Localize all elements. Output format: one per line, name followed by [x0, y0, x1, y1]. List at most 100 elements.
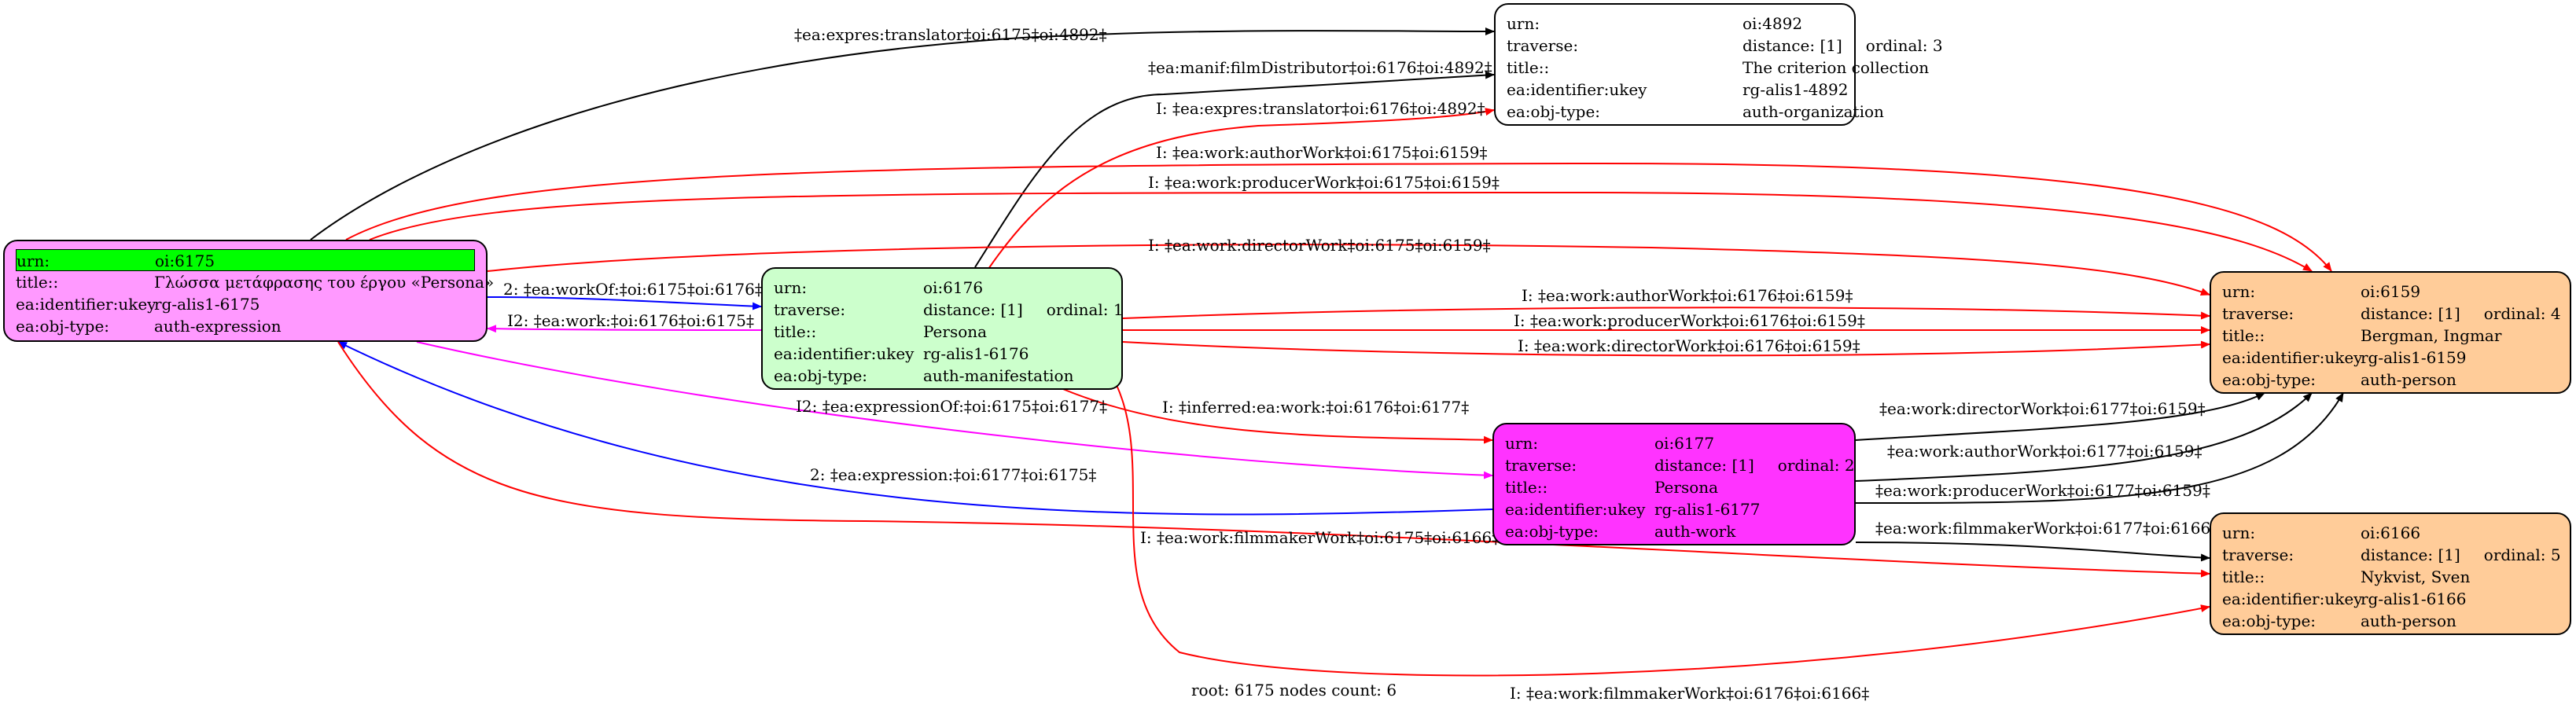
node-6166-urn-row: urn: oi:6166: [2222, 522, 2559, 544]
row-key: traverse:: [1507, 36, 1579, 55]
row-key: urn:: [774, 278, 808, 297]
edge-e18: [1855, 542, 2210, 562]
row-key: title::: [1507, 58, 1550, 77]
row-key: urn:: [1507, 14, 1540, 33]
row-key: urn:: [2222, 282, 2256, 301]
row-key: title::: [2222, 326, 2265, 345]
node-6166[interactable]: urn:oi:6166 traverse:distance: [1]ordina…: [2210, 512, 2571, 635]
row-value: distance: [1]: [1654, 456, 1754, 475]
row-value: Nykvist, Sven: [2361, 567, 2471, 586]
node-6176-urn-row: urn:oi:6176: [774, 277, 1110, 299]
edge-label-e19: I: ‡ea:work:filmmakerWork‡oi:6175‡oi:616…: [1140, 528, 1500, 547]
edge-e19: [337, 341, 2210, 578]
row-value: auth-manifestation: [923, 366, 1074, 385]
row-value: Persona: [923, 322, 988, 341]
row-value-ordinal: ordinal: 1: [1046, 300, 1124, 319]
row-key: title::: [2222, 567, 2265, 586]
node-6177[interactable]: urn:oi:6177 traverse: distance: [1] ordina…: [1492, 423, 1856, 545]
row-value: distance: [1]: [1742, 36, 1842, 55]
edge-e11: [1122, 340, 2210, 357]
node-6175[interactable]: urn: oi:6175 title::Γλώσσα μετάφρασης του…: [3, 240, 494, 342]
row-value: oi:6175: [155, 252, 215, 270]
node-6176-title-row: title::Persona: [774, 321, 1110, 343]
node-6176[interactable]: urn:oi:6176 traverse: distance: [1] ordina…: [761, 267, 1124, 390]
edge-label-e2: ‡ea:manif:filmDistributor‡oi:6176‡oi:489…: [1148, 58, 1492, 77]
edge-label-e7: 2: ‡ea:workOf:‡oi:6175‡oi:6176‡: [503, 280, 763, 299]
node-4892-title-row: title::The criterion collection: [1507, 57, 1929, 79]
row-value: rg-alis1-6177: [1654, 500, 1761, 519]
row-value: rg-alis1-6166: [2361, 589, 2467, 608]
row-value-ordinal: ordinal: 5: [2483, 545, 2561, 564]
edge-e7: [487, 296, 762, 310]
edge-e8: [487, 325, 762, 333]
row-key: traverse:: [2222, 304, 2294, 323]
row-value: auth-expression: [154, 317, 282, 336]
edge-label-e12: I2: ‡ea:expressionOf:‡oi:6175‡oi:6177‡: [796, 397, 1108, 416]
node-4892-urn-row: urn: oi:4892: [1507, 13, 1843, 35]
node-4892[interactable]: urn: oi:4892 traverse: distance: [1] ordina…: [1494, 3, 1943, 126]
node-6177-objtype-row: ea:obj-type:auth-work: [1505, 520, 1843, 542]
row-key: ea:obj-type:: [2222, 611, 2317, 630]
edge-e5: [369, 191, 2313, 272]
row-value: The criterion collection: [1742, 58, 1930, 77]
edge-e3: [986, 108, 1495, 272]
row-value: oi:4892: [1742, 14, 1803, 33]
row-key: traverse:: [774, 300, 846, 319]
row-value: distance: [1]: [2361, 545, 2460, 564]
node-6166-traverse-row: traverse:distance: [1]ordinal: 5: [2222, 544, 2561, 566]
edge-label-e17: ‡ea:work:producerWork‡oi:6177‡oi:6159‡: [1875, 481, 2210, 500]
row-value-ordinal: ordinal: 3: [1865, 36, 1943, 55]
edge-label-e10: I: ‡ea:work:producerWork‡oi:6176‡oi:6159…: [1514, 311, 1865, 330]
edge-label-e16: 2: ‡ea:expression:‡oi:6177‡oi:6175‡: [810, 465, 1097, 484]
node-4892-traverse-row: traverse: distance: [1] ordinal: 3: [1507, 35, 1943, 57]
edge-e14: [1855, 392, 2265, 441]
node-6175-title-row: title::Γλώσσα μετάφρασης του έργου «Pers…: [16, 271, 494, 293]
graph-footer: root: 6175 nodes count: 6: [1191, 681, 1397, 699]
row-key: ea:identifier:ukey: [2222, 348, 2363, 367]
row-value: distance: [1]: [2361, 304, 2460, 323]
edge-label-e9: I: ‡ea:work:authorWork‡oi:6176‡oi:6159‡: [1522, 286, 1853, 305]
node-6159-traverse-row: traverse:distance: [1]ordinal: 4: [2222, 303, 2561, 325]
edge-e2: [974, 71, 1495, 268]
edge-label-e6: I: ‡ea:work:directorWork‡oi:6175‡oi:6159…: [1148, 236, 1491, 255]
row-key: ea:identifier:ukey: [1507, 80, 1647, 99]
node-6175-objtype-row: ea:obj-type:auth-expression: [16, 315, 475, 337]
row-value: auth-work: [1654, 522, 1736, 541]
row-key: urn:: [2222, 523, 2256, 542]
row-value: Γλώσσα μετάφρασης του έργου «Persona»: [154, 273, 495, 292]
row-key: title::: [774, 322, 817, 341]
edge-e6: [487, 244, 2210, 296]
row-value: rg-alis1-6175: [154, 295, 260, 314]
edge-e4: [345, 162, 2332, 272]
edge-e9: [1122, 307, 2210, 320]
node-6176-objtype-row: ea:obj-type:auth-manifestation: [774, 365, 1110, 387]
row-key: ea:identifier:ukey: [16, 295, 156, 314]
edge-label-e5: I: ‡ea:work:producerWork‡oi:6175‡oi:6159…: [1148, 173, 1500, 192]
row-value: distance: [1]: [923, 300, 1023, 319]
node-6176-traverse-row: traverse: distance: [1] ordinal: 1: [774, 299, 1124, 321]
edge-e16: [337, 341, 1493, 516]
row-value: oi:6166: [2361, 523, 2421, 542]
edge-label-e20: I: ‡ea:work:filmmakerWork‡oi:6176‡oi:616…: [1510, 684, 1870, 703]
edge-label-e3: I: ‡ea:expres:translator‡oi:6176‡oi:4892…: [1156, 99, 1485, 118]
node-6159-title-row: title::Bergman, Ingmar: [2222, 325, 2559, 347]
row-value: rg-alis1-6159: [2361, 348, 2467, 367]
edge-e13: [1053, 384, 1493, 444]
row-key: ea:obj-type:: [2222, 370, 2317, 389]
row-value: rg-alis1-6176: [923, 344, 1029, 363]
row-key: traverse:: [1505, 456, 1577, 475]
edge-label-e4: I: ‡ea:work:authorWork‡oi:6175‡oi:6159‡: [1156, 143, 1488, 162]
node-6166-objtype-row: ea:obj-type: auth-person: [2222, 610, 2559, 632]
edge-label-e18: ‡ea:work:filmmakerWork‡oi:6177‡oi:6166‡: [1875, 519, 2219, 538]
row-value: auth-person: [2361, 611, 2456, 630]
node-6177-urn-row: urn:oi:6177: [1505, 432, 1843, 454]
node-6159[interactable]: urn:oi:6159 traverse:distance: [1]ordina…: [2210, 271, 2571, 394]
row-key: urn:: [17, 252, 50, 270]
row-value: auth-organization: [1742, 102, 1884, 121]
row-value-ordinal: ordinal: 2: [1777, 456, 1855, 475]
